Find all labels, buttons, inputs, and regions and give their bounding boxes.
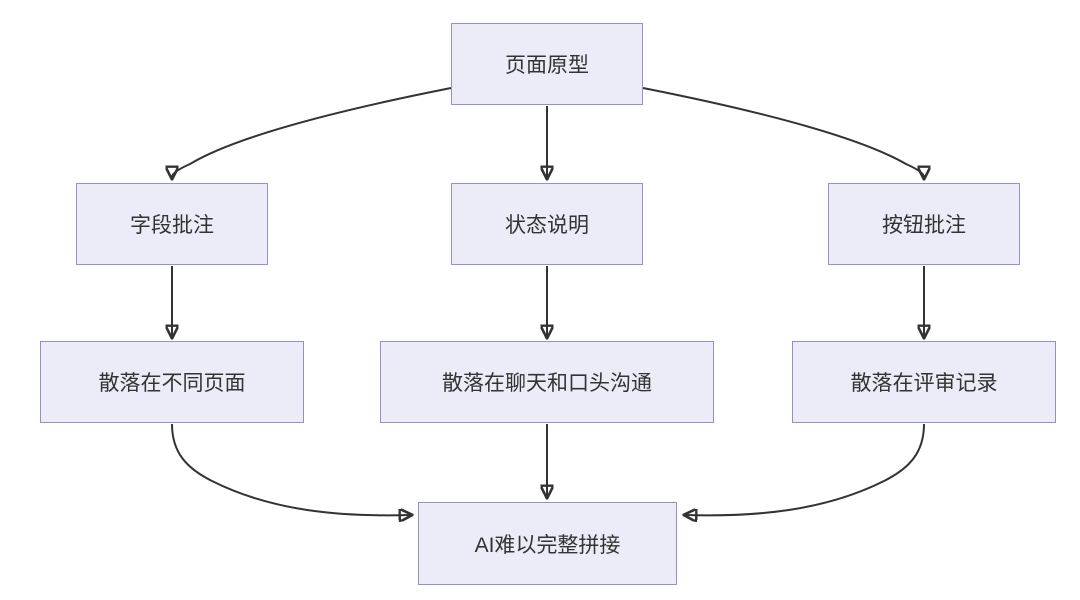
node-scattered-chat: 散落在聊天和口头沟通	[380, 341, 714, 423]
edge-root-field	[172, 87, 452, 177]
edge-review-ai	[686, 423, 925, 515]
node-ai-cannot-assemble: AI难以完整拼接	[418, 502, 677, 585]
edge-root-button	[642, 87, 924, 177]
node-field-annotations: 字段批注	[76, 183, 268, 265]
edge-pages-ai	[171, 423, 410, 515]
node-status-description: 状态说明	[451, 183, 643, 265]
node-scattered-pages: 散落在不同页面	[40, 341, 304, 423]
node-button-annotations: 按钮批注	[828, 183, 1020, 265]
node-page-prototype: 页面原型	[451, 23, 643, 105]
node-scattered-review: 散落在评审记录	[792, 341, 1056, 423]
